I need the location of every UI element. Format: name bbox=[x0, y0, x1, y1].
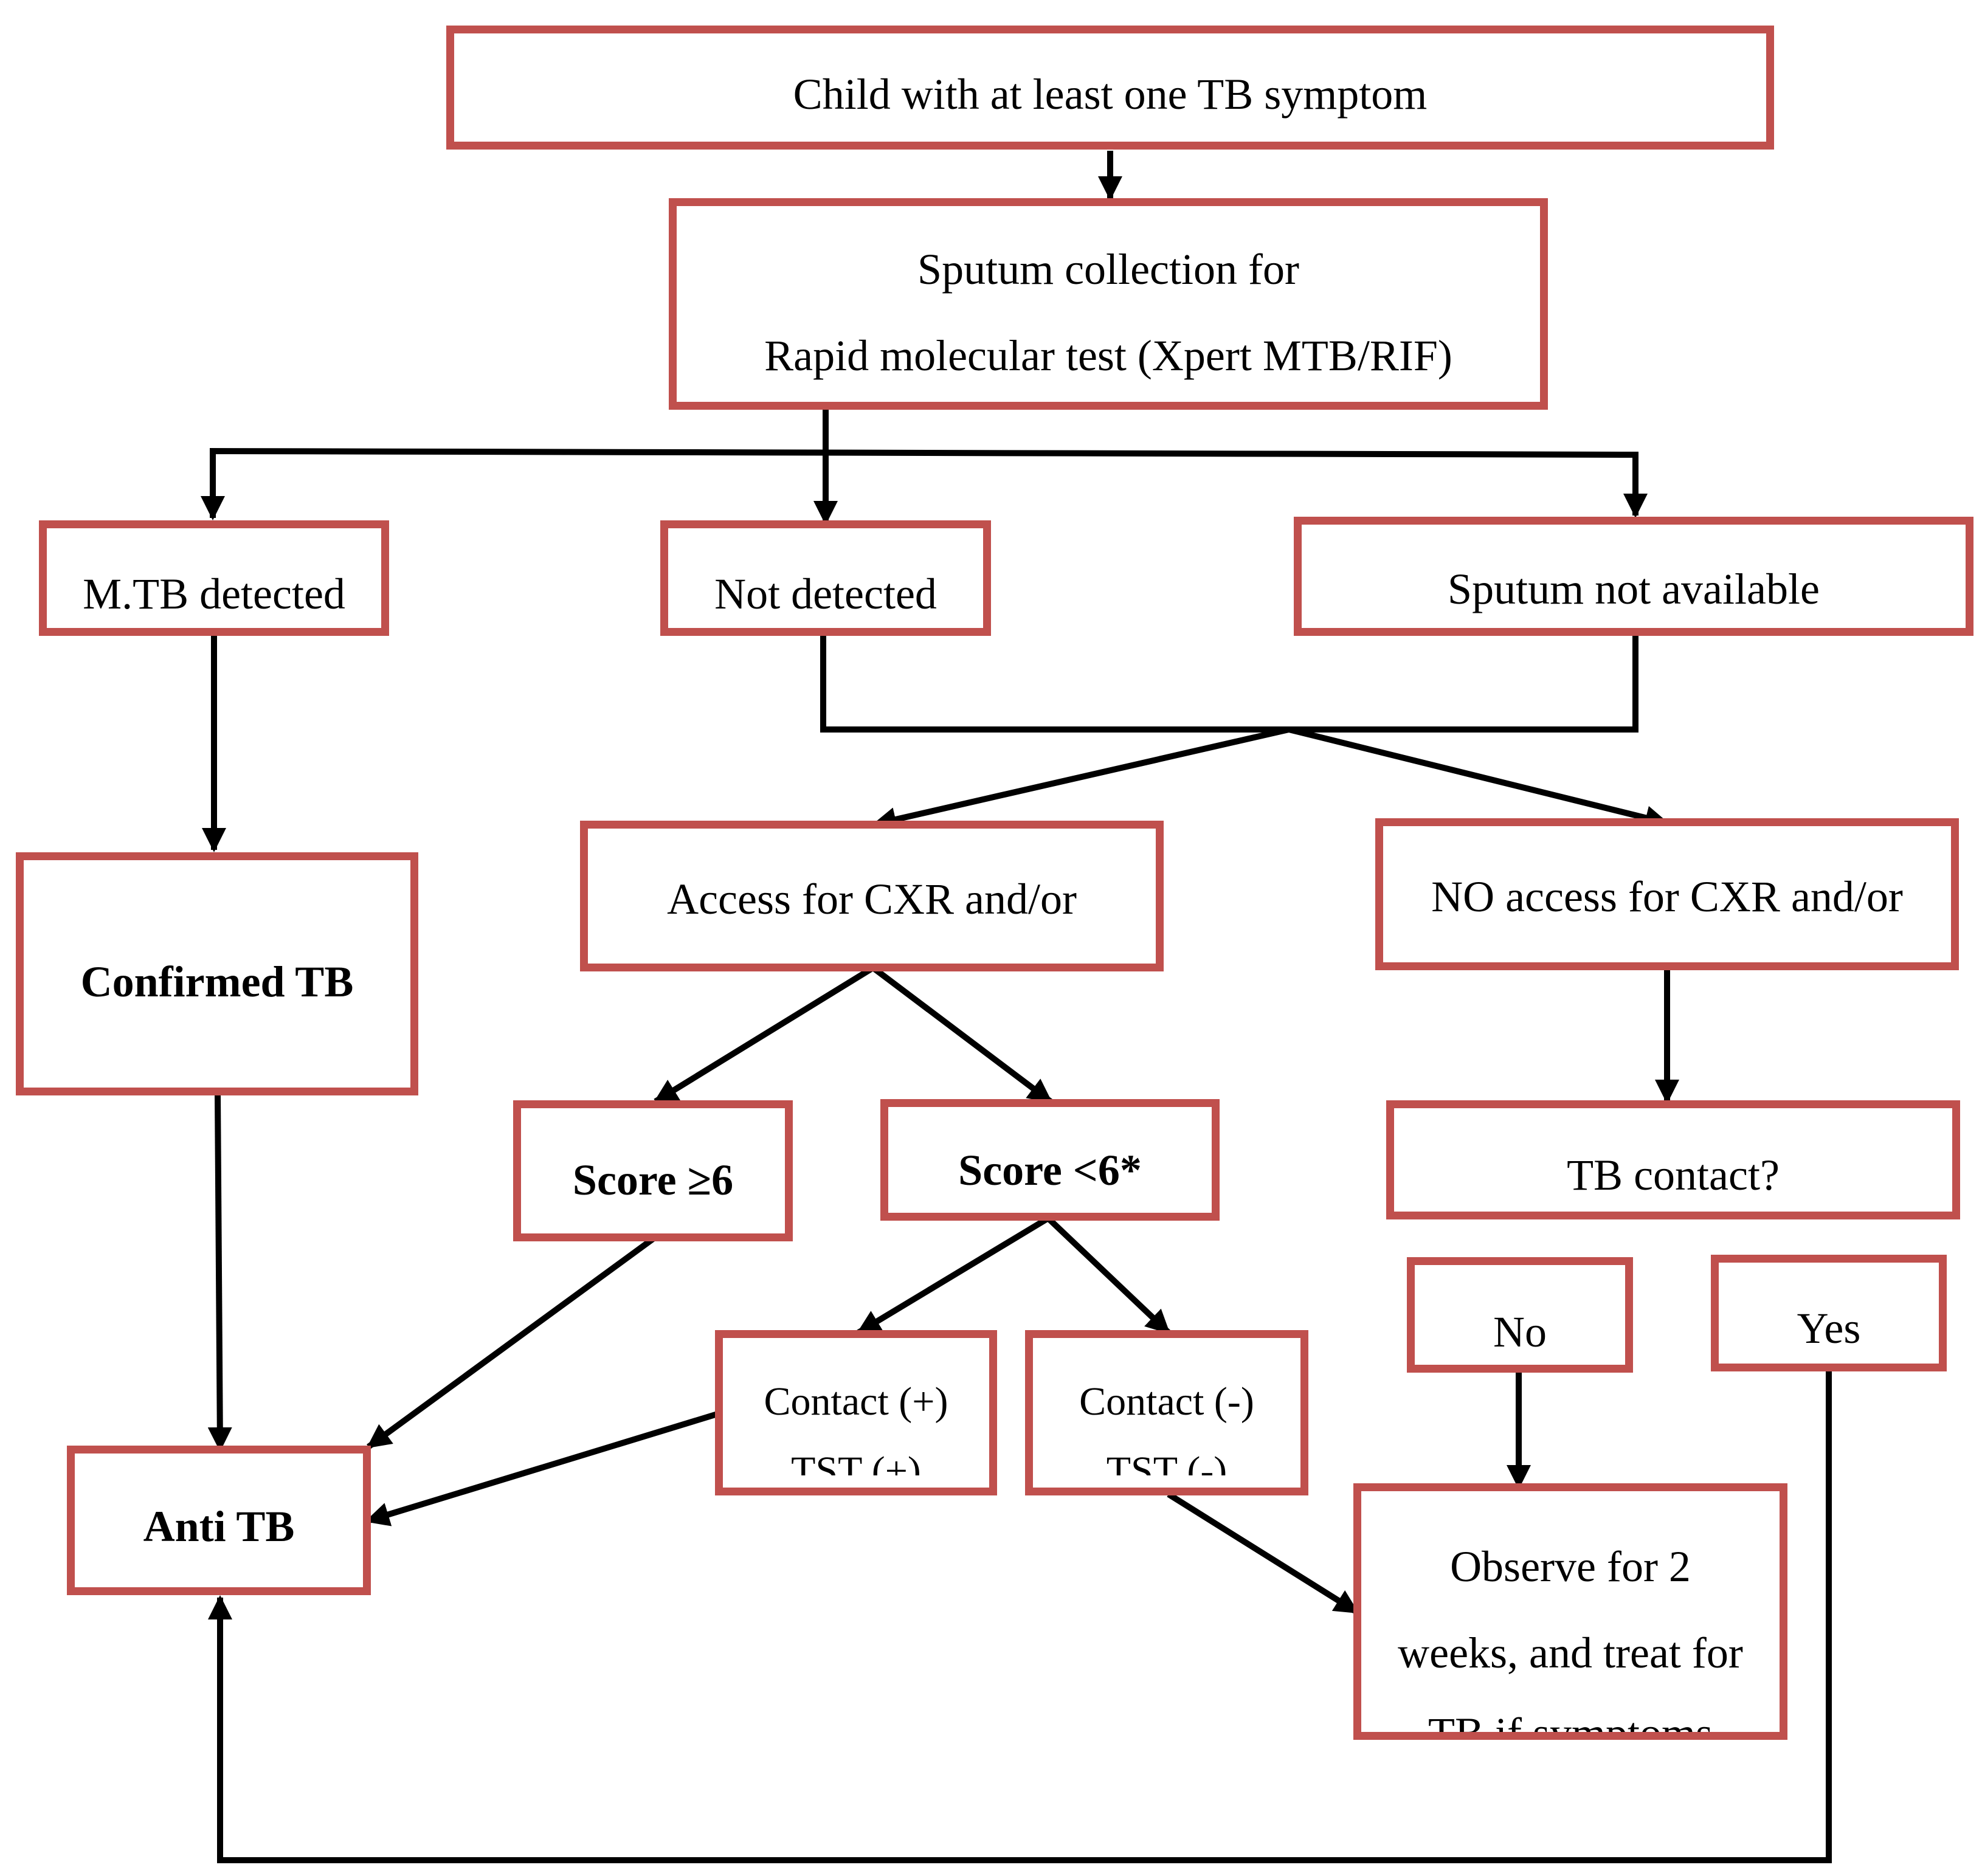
node-no-label: No bbox=[1493, 1308, 1547, 1356]
node-contact-neg-line1: Contact (-) bbox=[1079, 1379, 1254, 1424]
arrow-to-contact-neg bbox=[1046, 1216, 1171, 1335]
score-ge6-symbol: ≥ bbox=[687, 1156, 712, 1204]
node-contact-neg: Contact (-) TST (-) bbox=[1025, 1330, 1308, 1495]
node-contact-pos-line2: TST (+) bbox=[791, 1451, 921, 1475]
node-anti-tb-label: Anti TB bbox=[143, 1502, 295, 1551]
node-mtb-detected: M.TB detected bbox=[39, 520, 389, 636]
node-start: Child with at least one TB symptom bbox=[446, 26, 1774, 150]
node-score-lt6-label: Score <6* bbox=[958, 1146, 1142, 1195]
node-contact-pos-line1: Contact (+) bbox=[764, 1379, 948, 1424]
node-mtb-detected-label: M.TB detected bbox=[83, 570, 345, 618]
node-observe-line2: weeks, and treat for bbox=[1398, 1629, 1743, 1677]
node-score-lt6: Score <6* bbox=[880, 1099, 1220, 1221]
connector-yes-loop bbox=[208, 1371, 1832, 1863]
arrow-confirmed-to-anti-tb bbox=[207, 1094, 232, 1452]
node-contact-pos: Contact (+) TST (+) bbox=[715, 1330, 997, 1495]
node-access-cxr: Access for CXR and/or bbox=[580, 821, 1164, 971]
node-sputum-line1: Sputum collection for bbox=[917, 245, 1299, 294]
node-observe: Observe for 2 weeks, and treat for TB if… bbox=[1353, 1483, 1787, 1740]
node-no: No bbox=[1407, 1257, 1633, 1373]
node-no-access-cxr-label: NO access for CXR and/or bbox=[1431, 872, 1903, 921]
connector-merge bbox=[820, 636, 1638, 733]
node-anti-tb: Anti TB bbox=[67, 1446, 371, 1595]
arrow-to-no-access-cxr bbox=[1288, 726, 1670, 830]
node-observe-line3-clip: TB if symptoms bbox=[1361, 1711, 1780, 1736]
connector-split-bar bbox=[210, 447, 1638, 512]
node-access-cxr-label: Access for CXR and/or bbox=[667, 875, 1077, 923]
node-not-detected: Not detected bbox=[660, 520, 991, 636]
node-not-detected-label: Not detected bbox=[714, 570, 937, 618]
arrow-contact-neg-to-observe bbox=[1167, 1491, 1359, 1615]
arrow-to-contact-pos bbox=[856, 1215, 1050, 1336]
node-sputum-not-available: Sputum not available bbox=[1294, 517, 1973, 636]
node-contact-pos-line2-clip: TST (+) bbox=[723, 1451, 989, 1475]
node-observe-line1: Observe for 2 bbox=[1450, 1542, 1691, 1591]
arrow-contact-pos-to-anti-tb bbox=[365, 1411, 719, 1526]
node-confirmed-tb: Confirmed TB bbox=[16, 852, 418, 1095]
node-contact-neg-line2: TST (-) bbox=[1106, 1451, 1228, 1475]
node-score-ge6-label: Score ≥6 bbox=[521, 1158, 785, 1202]
node-sputum-line2: Rapid molecular test (Xpert MTB/RIF) bbox=[764, 331, 1452, 380]
arrow-score-ge6-to-anti-tb bbox=[366, 1236, 655, 1450]
node-observe-line3: TB if symptoms bbox=[1428, 1711, 1713, 1736]
node-start-label: Child with at least one TB symptom bbox=[793, 70, 1428, 119]
node-tb-contact: TB contact? bbox=[1386, 1100, 1960, 1219]
node-tb-contact-label: TB contact? bbox=[1567, 1151, 1780, 1199]
node-confirmed-tb-label: Confirmed TB bbox=[80, 957, 354, 1006]
node-sputum-not-available-label: Sputum not available bbox=[1448, 565, 1820, 613]
arrow-to-access-cxr bbox=[872, 726, 1290, 832]
score-ge6-value: 6 bbox=[711, 1156, 734, 1204]
node-yes-label: Yes bbox=[1797, 1304, 1861, 1353]
node-yes: Yes bbox=[1711, 1255, 1947, 1371]
node-no-access-cxr: NO access for CXR and/or bbox=[1375, 818, 1959, 970]
node-contact-neg-line2-clip: TST (-) bbox=[1033, 1451, 1300, 1475]
arrow-to-score-ge6 bbox=[653, 965, 875, 1105]
node-sputum-collection: Sputum collection for Rapid molecular te… bbox=[669, 198, 1548, 410]
score-ge6-prefix: Score bbox=[572, 1156, 688, 1204]
node-score-ge6: Score ≥6 bbox=[513, 1100, 793, 1241]
arrow-to-score-lt6 bbox=[871, 965, 1053, 1104]
